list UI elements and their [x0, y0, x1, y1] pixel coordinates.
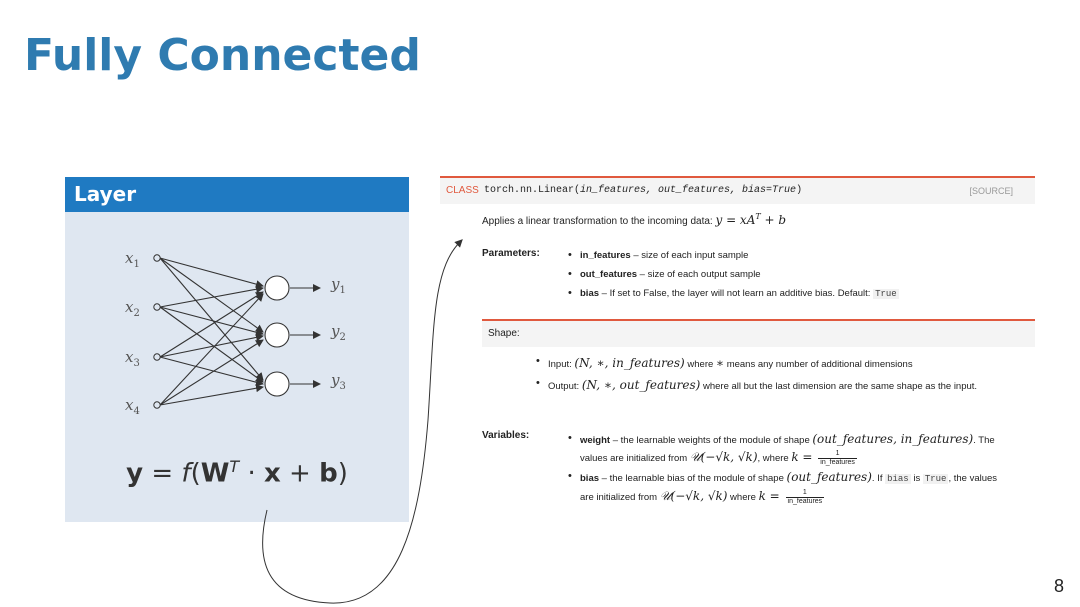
parameters-list: in_features – size of each input sample …: [568, 249, 899, 307]
variables-list: weight – the learnable weights of the mo…: [568, 430, 997, 514]
input-node-x2: [153, 303, 161, 311]
shape-input: Input: (N, ∗, in_features) where ∗ means…: [536, 355, 977, 370]
input-node-x1: [153, 254, 161, 262]
output-label-y2: y2: [331, 322, 346, 343]
class-signature-bar: CLASS torch.nn.Linear(in_features, out_f…: [440, 176, 1035, 204]
variable-bias: bias – the learnable bias of the module …: [568, 468, 997, 506]
edge-x2-h3: [159, 306, 264, 383]
param-out-features: out_features – size of each output sampl…: [568, 268, 899, 280]
edge-x2-h2: [159, 306, 264, 337]
parameters-label: Parameters:: [482, 248, 540, 259]
shape-output: Output: (N, ∗, out_features) where all b…: [536, 377, 977, 392]
edge-x1-h2: [159, 257, 264, 333]
slide-title: Fully Connected: [24, 30, 421, 81]
neuron-1: [264, 275, 290, 301]
source-link[interactable]: [SOURCE]: [969, 186, 1013, 196]
class-description: Applies a linear transformation to the i…: [482, 212, 787, 227]
page-number: 8: [1053, 576, 1064, 596]
neural-network-diagram: [153, 254, 321, 409]
edge-x3-h1: [159, 291, 264, 358]
neuron-3: [264, 371, 290, 397]
variables-label: Variables:: [482, 430, 530, 441]
input-label-x3: x3: [125, 348, 140, 369]
edge-x4-h1: [159, 293, 264, 406]
shape-list: Input: (N, ∗, in_features) where ∗ means…: [536, 355, 977, 400]
layer-formula: y = f(WT · x + b): [126, 457, 348, 489]
input-node-x4: [153, 401, 161, 409]
neuron-2: [264, 322, 290, 348]
variable-weight: weight – the learnable weights of the mo…: [568, 430, 997, 467]
input-node-x3: [153, 353, 161, 361]
output-label-y1: y1: [331, 275, 346, 296]
edge-x2-h1: [159, 285, 264, 308]
shape-section-header: Shape:: [482, 319, 1035, 347]
edge-x3-h3: [159, 356, 264, 387]
edge-x1-h1: [159, 257, 264, 289]
edge-x3-h2: [159, 333, 264, 358]
edge-x4-h3: [159, 384, 264, 406]
edge-x1-h3: [159, 257, 264, 381]
output-label-y3: y3: [331, 371, 346, 392]
class-signature: torch.nn.Linear(in_features, out_feature…: [484, 185, 803, 196]
class-keyword: CLASS: [446, 185, 479, 196]
param-bias: bias – If set to False, the layer will n…: [568, 287, 899, 299]
param-in-features: in_features – size of each input sample: [568, 249, 899, 261]
edge-x4-h2: [159, 339, 264, 406]
layer-diagram-panel: Layer: [65, 177, 409, 522]
linear-docs-panel: CLASS torch.nn.Linear(in_features, out_f…: [440, 176, 1035, 516]
input-label-x1: x1: [125, 249, 140, 270]
input-label-x2: x2: [125, 298, 140, 319]
input-label-x4: x4: [125, 396, 140, 417]
layer-panel-header: Layer: [65, 177, 409, 212]
